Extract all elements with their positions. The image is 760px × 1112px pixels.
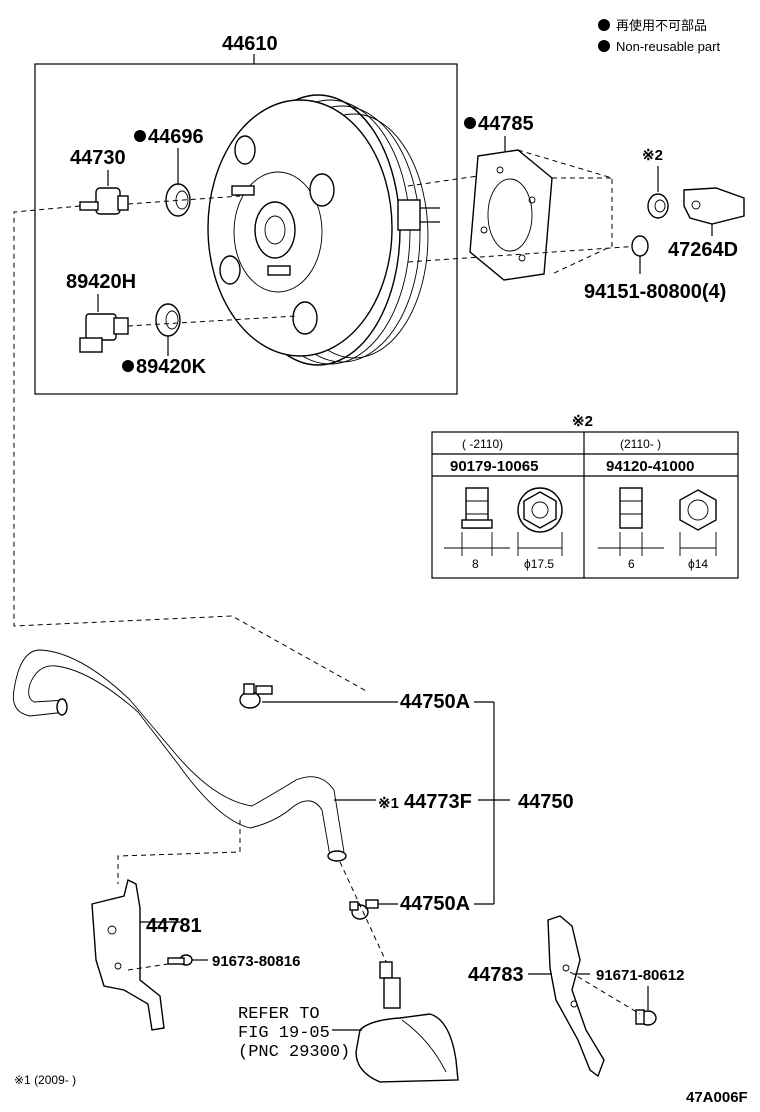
col2-period: (2110- ) bbox=[620, 437, 661, 451]
nut-94120-side bbox=[619, 487, 643, 529]
nut-94151 bbox=[631, 235, 649, 257]
label-44610[interactable]: 44610 bbox=[222, 33, 278, 55]
bolt-91673 bbox=[167, 954, 193, 966]
grommet-44696 bbox=[165, 183, 191, 217]
refer-line3: (PNC 29300) bbox=[238, 1043, 350, 1062]
bolt-91671 bbox=[635, 1009, 657, 1026]
label-44750[interactable]: 44750 bbox=[518, 791, 574, 813]
legend-cn: 再使用不可部品 bbox=[616, 18, 707, 33]
legend-dot-en bbox=[598, 40, 610, 52]
refer-line1: REFER TO bbox=[238, 1005, 320, 1024]
label-91673[interactable]: 91673-80816 bbox=[212, 953, 300, 970]
footnote: ※1 (2009- ) bbox=[14, 1073, 76, 1087]
col2-dim-d: ϕ14 bbox=[688, 557, 708, 571]
brake-booster-drawing bbox=[207, 94, 440, 366]
bracket-44781 bbox=[91, 878, 165, 1031]
label-94151[interactable]: 94151-80800(4) bbox=[584, 281, 726, 303]
label-91671[interactable]: 91671-80612 bbox=[596, 967, 684, 984]
grommet-89420K bbox=[155, 303, 181, 337]
booster-frame bbox=[34, 63, 458, 395]
nut-table: ※2 ( -2110) (2110- ) 90179-10065 94120-4… bbox=[431, 413, 739, 579]
label-89420K[interactable]: 89420K bbox=[136, 356, 207, 378]
label-47264D[interactable]: 47264D bbox=[668, 239, 738, 261]
label-44773F[interactable]: 44773F bbox=[404, 791, 472, 813]
col1-dim-w: 8 bbox=[472, 557, 479, 571]
check-valve-44730 bbox=[79, 187, 129, 215]
booster-assembly: 44610 44730 bbox=[34, 33, 458, 395]
clamp-44750A-bottom bbox=[349, 899, 379, 920]
nut-90179-side bbox=[461, 487, 493, 529]
bracket-44783 bbox=[547, 915, 605, 1078]
label-44696[interactable]: 44696 bbox=[148, 126, 204, 148]
label-44750A-bottom[interactable]: 44750A bbox=[400, 893, 470, 915]
legend-en: Non-reusable part bbox=[616, 39, 720, 54]
figure-code: 47A006F bbox=[686, 1089, 748, 1106]
sensor-89420H bbox=[79, 313, 129, 353]
nut-table-title: ※2 bbox=[572, 413, 593, 430]
nut-94120-top bbox=[679, 489, 717, 531]
clamp-44750A-top bbox=[239, 683, 273, 709]
vacuum-hose-drawing bbox=[12, 649, 347, 862]
gasket-44785 bbox=[469, 149, 553, 281]
col1-dim-d: ϕ17.5 bbox=[524, 557, 554, 571]
nut-90179-top bbox=[517, 487, 563, 533]
legend: 再使用不可部品 Non-reusable part bbox=[598, 18, 720, 54]
legend-dot-cn bbox=[598, 19, 610, 31]
label-44750A-top[interactable]: 44750A bbox=[400, 691, 470, 713]
col1-part[interactable]: 90179-10065 bbox=[450, 458, 538, 475]
nut-note2 bbox=[647, 193, 669, 219]
label-89420H[interactable]: 89420H bbox=[66, 271, 136, 293]
col2-part[interactable]: 94120-41000 bbox=[606, 458, 694, 475]
note2-top: ※2 bbox=[642, 147, 663, 164]
label-44730[interactable]: 44730 bbox=[70, 147, 126, 169]
label-44773F-mark: ※1 bbox=[378, 795, 399, 812]
clevis-47264D bbox=[683, 187, 745, 225]
col1-period: ( -2110) bbox=[462, 437, 503, 451]
master-cylinder-drawing bbox=[355, 961, 459, 1083]
gasket-group: 44785 bbox=[407, 113, 641, 281]
clevis-group: ※2 47264D 94151-80800(4) bbox=[584, 147, 745, 303]
col2-dim-w: 6 bbox=[628, 557, 635, 571]
label-44781[interactable]: 44781 bbox=[146, 915, 202, 937]
label-44785[interactable]: 44785 bbox=[478, 113, 534, 135]
refer-line2: FIG 19-05 bbox=[238, 1024, 330, 1043]
label-44783[interactable]: 44783 bbox=[468, 964, 524, 986]
